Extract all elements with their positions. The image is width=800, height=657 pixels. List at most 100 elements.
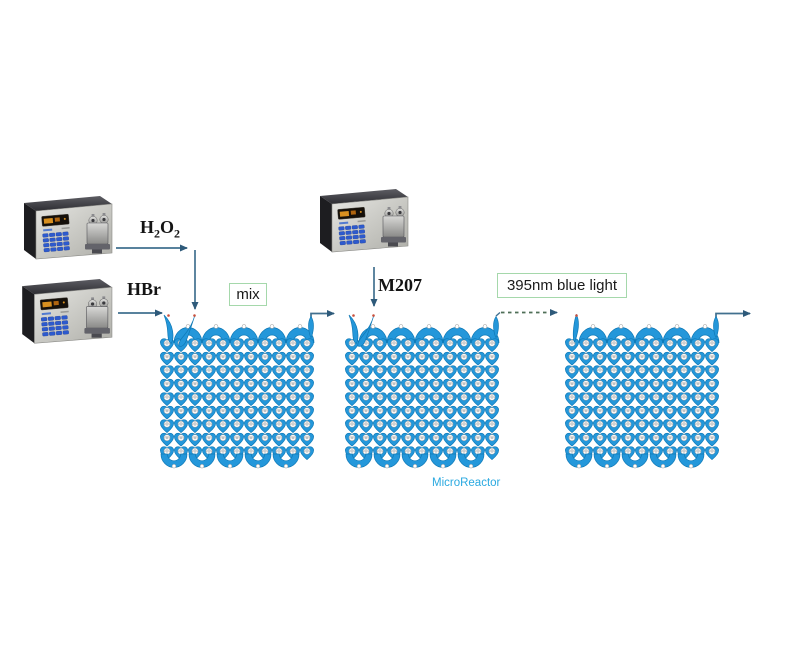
u-turn-cup [401,453,429,469]
mixer-cell [690,405,706,420]
mixer-cell [578,419,594,434]
mixer-cell [201,405,217,420]
mixer-cell [285,405,301,420]
mixer-cell [704,351,720,366]
mixer-cell [634,432,650,447]
mixer-cell [592,338,608,353]
mixer-cell [285,351,301,366]
mixer-cell [243,392,259,407]
mixer-cell [285,392,301,407]
mixer-cell [456,365,472,380]
mixer-cell [299,365,315,380]
mixer-cell [173,365,189,380]
mixer-cell [201,432,217,447]
mixer-cell [400,419,416,434]
mixer-cell [634,392,650,407]
mixer-cell [257,432,273,447]
mixer-cell [662,338,678,353]
mixer-cell [344,351,360,366]
hbr-label: HBr [127,279,161,299]
mixer-cell [400,378,416,393]
mixer-cell [372,392,388,407]
mixer-cell [187,338,203,353]
mixer-cell [344,392,360,407]
inlet-port-dot [372,314,375,317]
mixer-cell [201,419,217,434]
mixer-cell [243,405,259,420]
mixer-cell [606,392,622,407]
mixer-cell [271,378,287,393]
mixer-cell [578,351,594,366]
mixer-cell [592,432,608,447]
mixer-cell [606,432,622,447]
microreactor-chip-1 [159,314,315,469]
mixer-cell [285,432,301,447]
mixer-cell [372,365,388,380]
mixer-cell [344,419,360,434]
mixer-cell [229,365,245,380]
mixer-cell [271,432,287,447]
u-turn-cup [621,453,649,469]
mixer-cell [648,405,664,420]
mixer-cell [648,432,664,447]
mixer-cell [484,351,500,366]
mixer-cell [690,432,706,447]
mixer-cell [564,392,580,407]
mixer-cell [578,378,594,393]
mixer-cell [606,351,622,366]
u-turn-cup [373,453,401,469]
chip1-to-chip2-line [310,310,335,318]
mixer-cell [271,392,287,407]
mixer-cell [271,405,287,420]
mix-box: mix [229,283,267,306]
mixer-cell [470,338,486,353]
mixer-cell [428,405,444,420]
mixer-cell [215,419,231,434]
mixer-cell [257,338,273,353]
mixer-cell [159,432,175,447]
mixer-cell [484,392,500,407]
microreactor-label: MicroReactor [432,477,501,489]
mixer-cell [215,351,231,366]
mixer-cell [215,405,231,420]
mixer-cell [620,378,636,393]
mixer-cell [173,351,189,366]
mixer-cell [187,432,203,447]
mixer-cell [299,432,315,447]
hplc-pump-h2o2 [23,195,113,260]
mixer-cell [229,405,245,420]
mixer-cell [456,419,472,434]
u-turn-cup [188,453,216,469]
mixer-cell [201,378,217,393]
mixer-cell [662,432,678,447]
mixer-cell [372,351,388,366]
mixer-cell [592,419,608,434]
mixer-cell [243,338,259,353]
u-turn-cup [244,453,272,469]
mixer-cell [400,338,416,353]
microreactor-chip-2 [344,314,500,469]
mixer-cell [299,351,315,366]
mixer-cell [456,338,472,353]
mixer-cell [564,378,580,393]
u-turn-cup [272,453,300,469]
mixer-cell [648,378,664,393]
mixer-cell [414,378,430,393]
mixer-cell [564,338,580,353]
mixer-cell [704,378,720,393]
mixer-cell [564,351,580,366]
mixer-cell [159,365,175,380]
mixer-cell [243,351,259,366]
mixer-cell [386,419,402,434]
mixer-cell [159,405,175,420]
hplc-pump-m207 [319,188,409,253]
mixer-cell [690,351,706,366]
mixer-cell [257,378,273,393]
mixer-cell [243,419,259,434]
mixer-cell [257,351,273,366]
mixer-cell [358,351,374,366]
mixer-cell [456,432,472,447]
mixer-cell [564,432,580,447]
mixer-cell [344,365,360,380]
